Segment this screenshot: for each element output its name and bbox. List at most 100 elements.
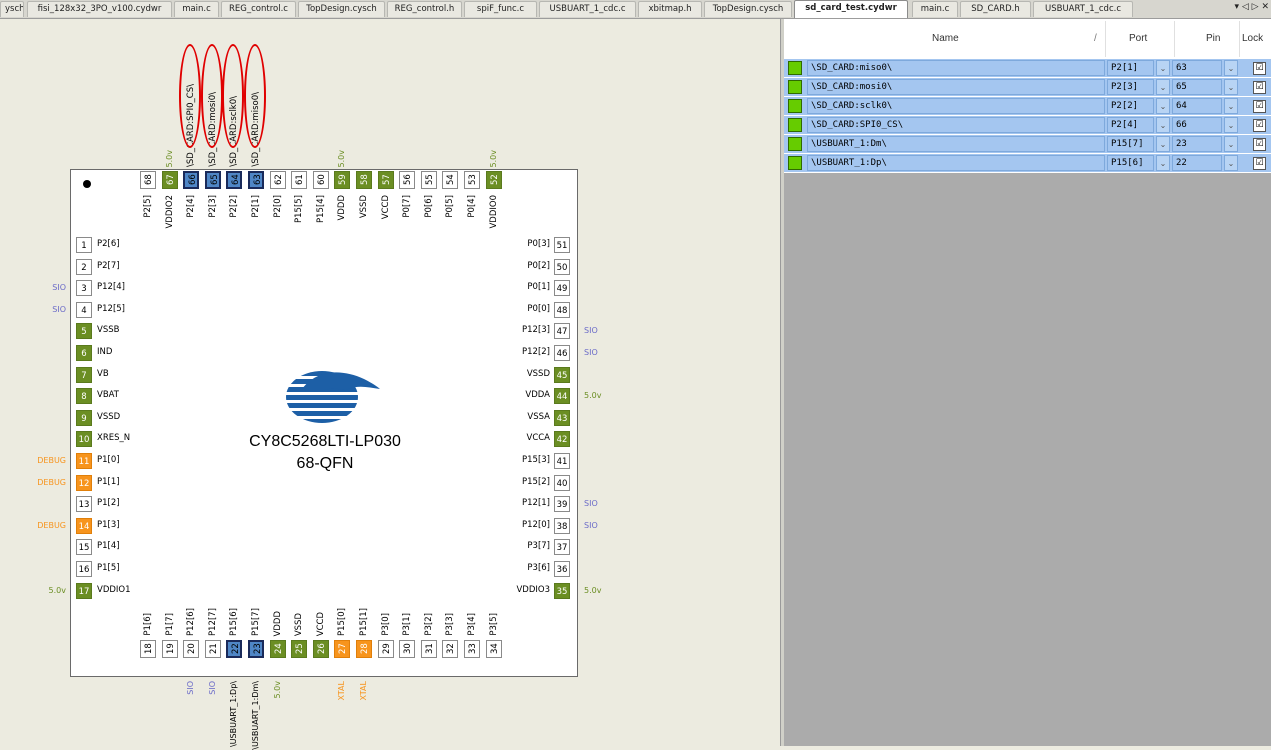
- pin-2[interactable]: 2: [76, 258, 92, 275]
- pin-17[interactable]: 17: [76, 582, 92, 599]
- signal-name-cell[interactable]: \USBUART_1:Dm\: [807, 136, 1105, 152]
- table-row[interactable]: \SD_CARD:SPI0_CS\P2[4]⌄66⌄☑: [784, 116, 1271, 135]
- pin-58[interactable]: 58: [356, 171, 372, 189]
- pin-12[interactable]: 12: [76, 474, 92, 491]
- pin-13[interactable]: 13: [76, 496, 92, 513]
- column-header-pin[interactable]: Pin: [1206, 33, 1221, 44]
- pin-dropdown-icon[interactable]: ⌄: [1224, 117, 1238, 133]
- pin-dropdown-icon[interactable]: ⌄: [1224, 79, 1238, 95]
- pin-19[interactable]: 19: [161, 640, 178, 658]
- pin-43[interactable]: 43: [554, 409, 570, 426]
- pin-10[interactable]: 10: [76, 431, 92, 448]
- port-cell[interactable]: P2[4]: [1107, 117, 1154, 133]
- pin-46[interactable]: 46: [554, 345, 570, 361]
- pin-68[interactable]: 68: [140, 171, 156, 189]
- pin-21[interactable]: 21: [204, 640, 221, 658]
- table-row[interactable]: \USBUART_1:Dm\P15[7]⌄23⌄☑: [784, 135, 1271, 154]
- table-row[interactable]: \SD_CARD:miso0\P2[1]⌄63⌄☑: [784, 59, 1271, 78]
- tab-10[interactable]: sd_card_test.cydwr: [794, 0, 908, 18]
- pin-51[interactable]: 51: [554, 237, 570, 253]
- pin-44[interactable]: 44: [554, 388, 570, 405]
- pin-cell[interactable]: 63: [1172, 60, 1222, 76]
- port-dropdown-icon[interactable]: ⌄: [1156, 117, 1170, 133]
- tab-11[interactable]: main.c: [912, 1, 958, 17]
- table-row[interactable]: \SD_CARD:sclk0\P2[2]⌄64⌄☑: [784, 97, 1271, 116]
- table-row[interactable]: \USBUART_1:Dp\P15[6]⌄22⌄☑: [784, 154, 1271, 173]
- pin-16[interactable]: 16: [76, 561, 92, 577]
- tab-8[interactable]: xbitmap.h: [638, 1, 702, 17]
- pin-39[interactable]: 39: [554, 496, 570, 513]
- pin-5[interactable]: 5: [76, 323, 92, 340]
- signal-name-cell[interactable]: \SD_CARD:SPI0_CS\: [807, 117, 1105, 133]
- port-dropdown-icon[interactable]: ⌄: [1156, 79, 1170, 95]
- pin-cell[interactable]: 64: [1172, 98, 1222, 114]
- pin-dropdown-icon[interactable]: ⌄: [1224, 98, 1238, 114]
- pin-29[interactable]: 29: [377, 640, 394, 658]
- pin-1[interactable]: 1: [76, 237, 92, 253]
- pin-67[interactable]: 67: [161, 171, 178, 189]
- pin-60[interactable]: 60: [312, 171, 329, 189]
- lock-checkbox[interactable]: ☑: [1253, 100, 1266, 113]
- pin-41[interactable]: 41: [554, 453, 570, 469]
- pin-6[interactable]: 6: [76, 345, 92, 361]
- port-cell[interactable]: P2[1]: [1107, 60, 1154, 76]
- pin-cell[interactable]: 23: [1172, 136, 1222, 152]
- pin-62[interactable]: 62: [269, 171, 286, 189]
- pin-42[interactable]: 42: [554, 431, 570, 448]
- lock-checkbox[interactable]: ☑: [1253, 81, 1266, 94]
- pin-55[interactable]: 55: [420, 171, 437, 189]
- pin-63[interactable]: 63: [248, 171, 264, 189]
- pin-53[interactable]: 53: [464, 171, 480, 189]
- pin-66[interactable]: 66: [183, 171, 200, 189]
- pin-30[interactable]: 30: [399, 640, 416, 658]
- port-cell[interactable]: P2[3]: [1107, 79, 1154, 95]
- pin-47[interactable]: 47: [554, 323, 570, 340]
- pin-20[interactable]: 20: [183, 640, 200, 658]
- column-divider[interactable]: [1239, 21, 1240, 57]
- tab-2[interactable]: main.c: [174, 1, 219, 17]
- table-row[interactable]: \SD_CARD:mosi0\P2[3]⌄65⌄☑: [784, 78, 1271, 97]
- pin-49[interactable]: 49: [554, 280, 570, 297]
- port-dropdown-icon[interactable]: ⌄: [1156, 136, 1170, 152]
- pin-65[interactable]: 65: [204, 171, 221, 189]
- signal-name-cell[interactable]: \SD_CARD:sclk0\: [807, 98, 1105, 114]
- pin-48[interactable]: 48: [554, 301, 570, 318]
- pin-dropdown-icon[interactable]: ⌄: [1224, 60, 1238, 76]
- lock-checkbox[interactable]: ☑: [1253, 157, 1266, 170]
- column-divider[interactable]: [1105, 21, 1106, 57]
- signal-name-cell[interactable]: \USBUART_1:Dp\: [807, 155, 1105, 171]
- pane-splitter[interactable]: [780, 19, 785, 746]
- lock-checkbox[interactable]: ☑: [1253, 62, 1266, 75]
- lock-checkbox[interactable]: ☑: [1253, 119, 1266, 132]
- tab-1[interactable]: fisi_128x32_3PO_v100.cydwr: [27, 1, 172, 17]
- pin-9[interactable]: 9: [76, 409, 92, 426]
- pin-cell[interactable]: 22: [1172, 155, 1222, 171]
- pin-33[interactable]: 33: [464, 640, 480, 658]
- pin-7[interactable]: 7: [76, 366, 92, 383]
- pin-11[interactable]: 11: [76, 453, 92, 469]
- tab-7[interactable]: USBUART_1_cdc.c: [539, 1, 636, 17]
- pin-cell[interactable]: 66: [1172, 117, 1222, 133]
- pin-18[interactable]: 18: [140, 640, 156, 658]
- port-cell[interactable]: P2[2]: [1107, 98, 1154, 114]
- pin-25[interactable]: 25: [291, 640, 308, 658]
- pin-35[interactable]: 35: [554, 582, 570, 599]
- tab-6[interactable]: spiF_func.c: [464, 1, 537, 17]
- pin-61[interactable]: 61: [291, 171, 308, 189]
- pin-15[interactable]: 15: [76, 539, 92, 556]
- pin-50[interactable]: 50: [554, 258, 570, 275]
- pin-57[interactable]: 57: [377, 171, 394, 189]
- port-dropdown-icon[interactable]: ⌄: [1156, 155, 1170, 171]
- pin-8[interactable]: 8: [76, 388, 92, 405]
- tab-3[interactable]: REG_control.c: [221, 1, 296, 17]
- pin-56[interactable]: 56: [399, 171, 416, 189]
- pin-52[interactable]: 52: [485, 171, 502, 189]
- pin-14[interactable]: 14: [76, 517, 92, 534]
- port-dropdown-icon[interactable]: ⌄: [1156, 60, 1170, 76]
- signal-name-cell[interactable]: \SD_CARD:miso0\: [807, 60, 1105, 76]
- port-cell[interactable]: P15[6]: [1107, 155, 1154, 171]
- pin-4[interactable]: 4: [76, 301, 92, 318]
- pin-24[interactable]: 24: [269, 640, 286, 658]
- pin-59[interactable]: 59: [334, 171, 351, 189]
- tab-scroll-controls[interactable]: ▾ ◁ ▷ ✕: [1234, 2, 1269, 12]
